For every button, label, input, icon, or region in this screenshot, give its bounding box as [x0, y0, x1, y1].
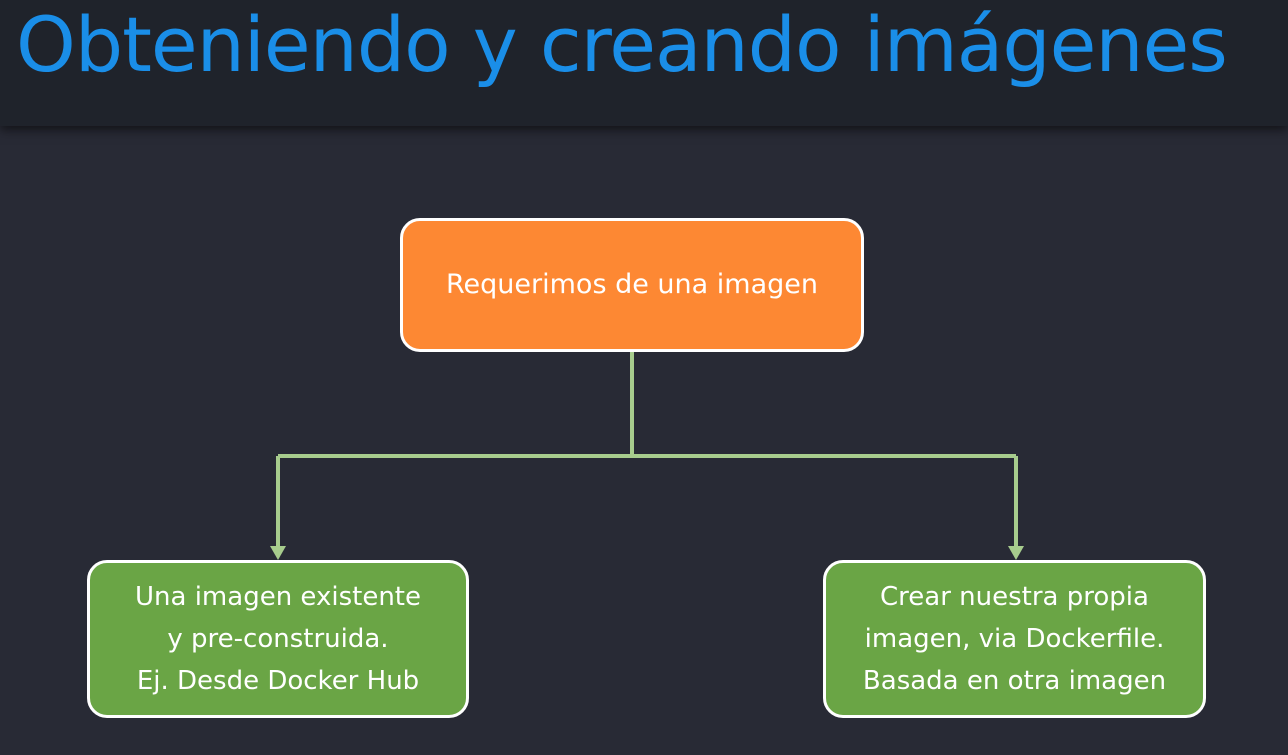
child-node-line: Basada en otra imagen	[862, 666, 1167, 696]
child-node-line: Crear nuestra propia	[880, 582, 1149, 612]
child-node-line: imagen, via Dockerfile.	[864, 624, 1165, 654]
child-node-existing-image: Una imagen existente y pre-construida. E…	[87, 560, 469, 718]
slide-header: Obteniendo y creando imágenes	[0, 0, 1288, 126]
child-node-line: Ej. Desde Docker Hub	[136, 666, 420, 696]
child-node-dockerfile: Crear nuestra propia imagen, via Dockerf…	[823, 560, 1206, 718]
child-node-text: Una imagen existente y pre-construida. E…	[135, 576, 421, 702]
child-node-line: y pre-construida.	[167, 624, 389, 654]
root-node-label: Requerimos de una imagen	[446, 269, 818, 300]
child-node-text: Crear nuestra propia imagen, via Dockerf…	[863, 576, 1166, 702]
arrowhead-left	[270, 546, 286, 560]
root-node: Requerimos de una imagen	[400, 218, 864, 352]
slide-title: Obteniendo y creando imágenes	[16, 0, 1228, 89]
arrowhead-right	[1008, 546, 1024, 560]
child-node-line: Una imagen existente	[135, 582, 421, 612]
